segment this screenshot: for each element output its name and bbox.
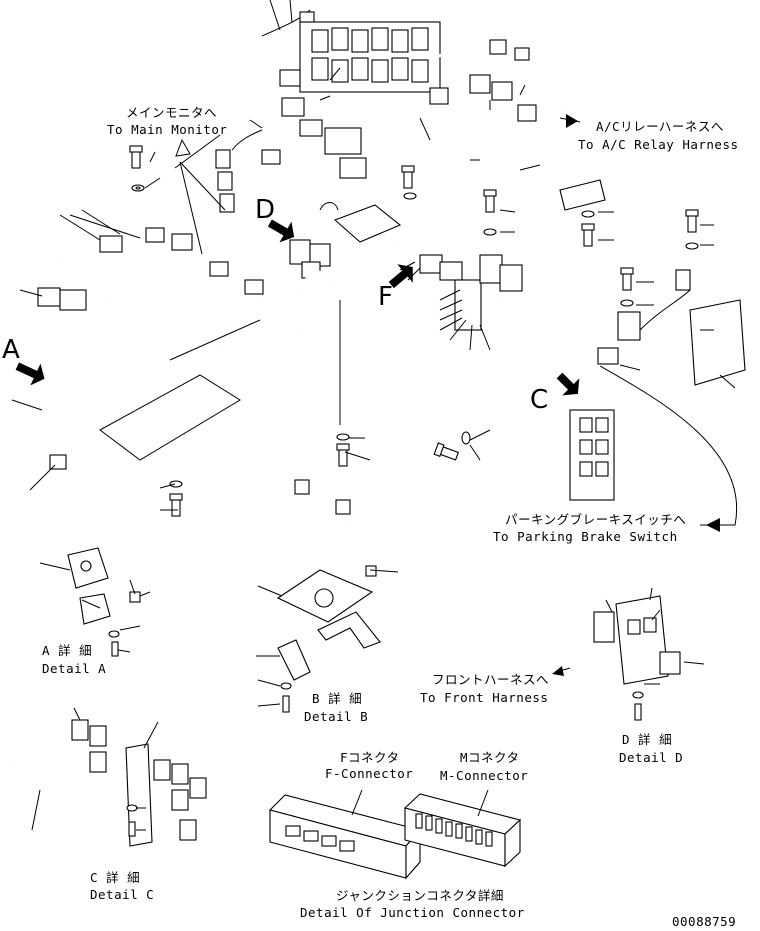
parking-brake-label-jp: パーキングブレーキスイッチへ: [505, 512, 686, 527]
detail-a-label-en: Detail A: [42, 661, 106, 676]
detail-c-drawing: [7, 707, 207, 851]
junction-detail-label-en: Detail Of Junction Connector: [300, 905, 525, 920]
view-arrows: [15, 114, 720, 532]
detail-c-label-en: Detail C: [90, 887, 154, 902]
front-harness-label-jp: フロントハーネスへ: [432, 672, 549, 687]
detail-c-label-jp: C 詳 細: [90, 870, 140, 885]
f-connector-cluster: [419, 254, 523, 331]
view-letter-c: C: [530, 385, 548, 415]
ac-relay-connectors: [429, 39, 561, 122]
ac-relay-label-jp: A/Cリレーハーネスへ: [596, 119, 724, 134]
front-harness-label-en: To Front Harness: [420, 690, 548, 705]
detail-a-label-jp: A 詳 細: [42, 643, 92, 658]
main-monitor-connector-strip: [215, 129, 281, 213]
m-connector-label-en: M-Connector: [440, 768, 528, 783]
junction-detail-label-jp: ジャンクションコネクタ詳細: [336, 888, 504, 903]
view-letter-d: D: [255, 195, 275, 225]
f-connector-drawing: [268, 789, 422, 880]
ac-relay-label-en: To A/C Relay Harness: [578, 137, 739, 152]
detail-b-drawing: [256, 565, 399, 713]
detail-d-label-jp: D 詳 細: [622, 732, 672, 747]
f-connector-label-jp: Fコネクタ: [340, 750, 400, 765]
m-connector-drawing: [403, 789, 522, 868]
detail-b-label-jp: B 詳 細: [312, 691, 362, 706]
c-bracket: [569, 409, 615, 501]
leader-lines: [11, 0, 738, 526]
view-letter-a: A: [2, 335, 20, 365]
main-monitor-label-en: To Main Monitor: [107, 122, 227, 137]
f-connector-label-en: F-Connector: [325, 766, 413, 781]
view-letter-f: F: [378, 282, 393, 312]
detail-b-label-en: Detail B: [304, 709, 368, 724]
parking-brake-label-en: To Parking Brake Switch: [493, 529, 678, 544]
main-monitor-label-jp: メインモニタへ: [126, 105, 217, 120]
detail-d-drawing: [552, 587, 705, 721]
main-harness-assembly: [27, 9, 746, 522]
detail-d-label-en: Detail D: [619, 750, 683, 765]
relay-block: [279, 21, 441, 137]
fasteners: [129, 145, 699, 517]
m-connector-label-jp: Mコネクタ: [460, 750, 520, 765]
detail-a-drawing: [39, 547, 151, 657]
drawing-number: 00088759: [672, 914, 736, 929]
